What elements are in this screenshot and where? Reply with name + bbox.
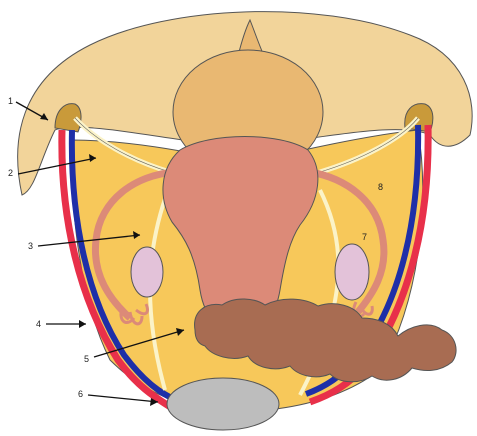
label-1: 1 (8, 96, 13, 106)
label-4: 4 (36, 319, 41, 329)
label-3: 3 (28, 241, 33, 251)
right-ovary (335, 244, 369, 300)
label-5: 5 (84, 354, 89, 364)
left-ovary (131, 247, 163, 297)
rectal-stump (167, 378, 279, 430)
arrowhead-4 (79, 320, 86, 328)
label-7: 7 (362, 232, 367, 242)
label-8: 8 (378, 182, 383, 192)
arrow-6 (88, 395, 158, 402)
label-2: 2 (8, 168, 13, 178)
label-6: 6 (78, 389, 83, 399)
